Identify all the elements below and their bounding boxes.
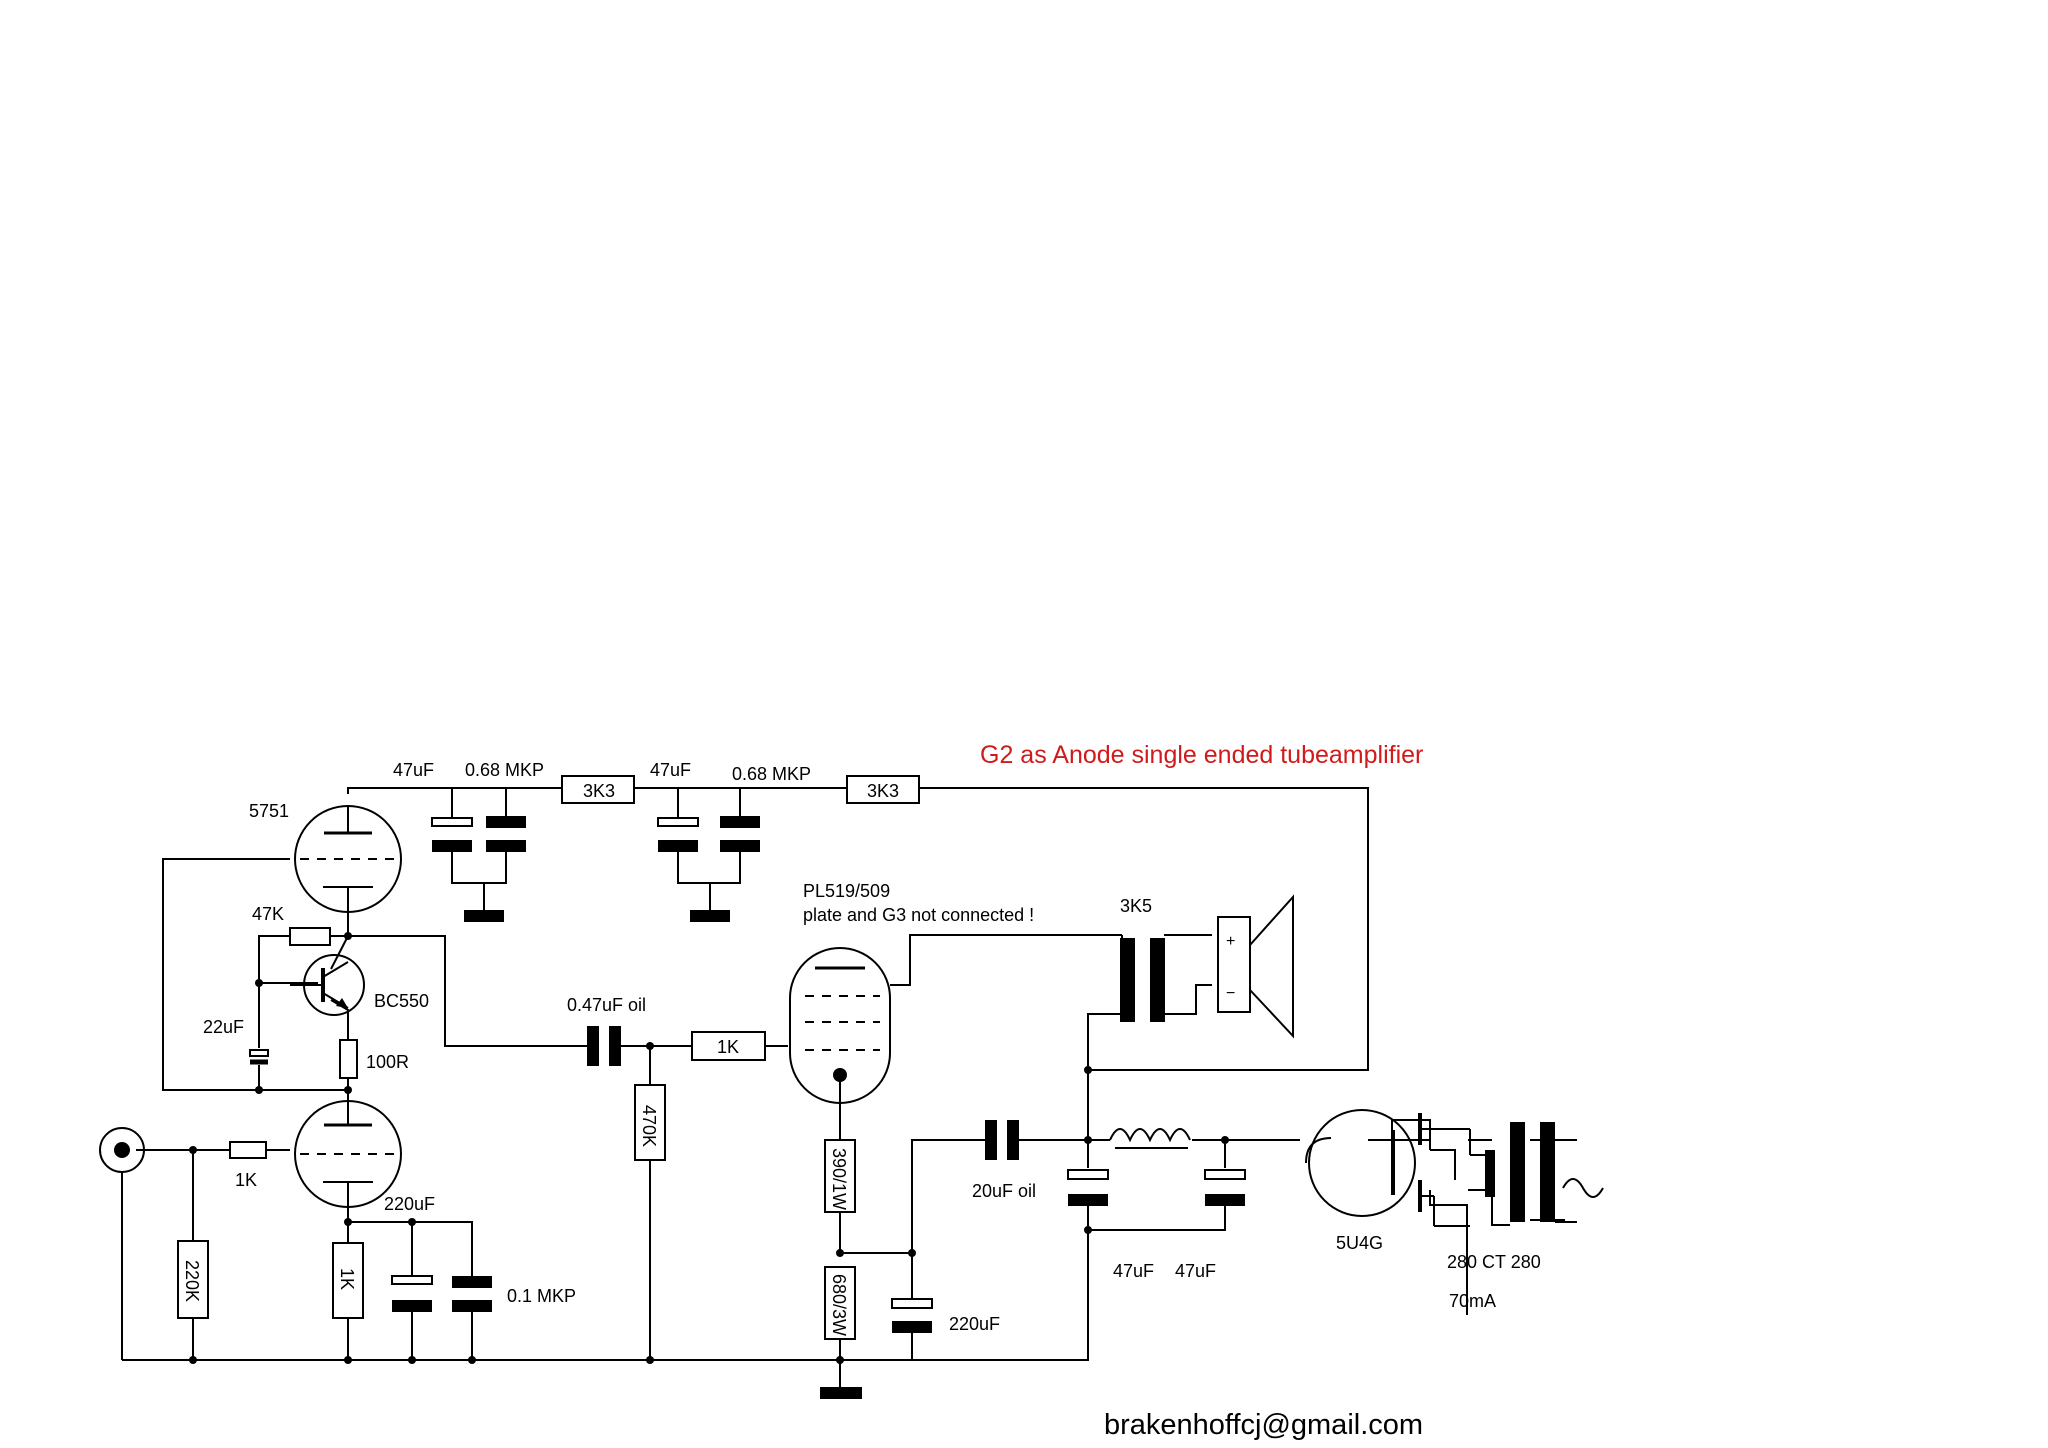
capacitor-20uf-oil (985, 1120, 1019, 1160)
power-transformer (1433, 1122, 1604, 1227)
resistor-cathode-1k (332, 1242, 364, 1319)
capacitor-47uf-4-label: 47uF (1175, 1261, 1216, 1281)
resistor-680-3w-label: 680/3W (829, 1274, 849, 1336)
capacitors: 47uF 0.68 MKP 47uF 0.68 MKP 22uF (203, 760, 1246, 1334)
tube-5u4g (1305, 1109, 1470, 1217)
output-transformer-label: 3K5 (1120, 896, 1152, 916)
capacitor-220uf-pl519 (891, 1298, 933, 1333)
capacitor-47uf-1 (431, 817, 473, 852)
capacitor-47uf-1-label: 47uF (393, 760, 434, 780)
input-jack (99, 1127, 145, 1173)
resistor-390-1w-label: 390/1W (829, 1148, 849, 1210)
capacitor-47uf-3-label: 47uF (1113, 1261, 1154, 1281)
capacitor-068mkp-1-label: 0.68 MKP (465, 760, 544, 780)
resistor-input-1k-label: 1K (235, 1170, 257, 1190)
resistor-390-1w (824, 1139, 856, 1213)
resistor-47k (289, 927, 331, 946)
resistor-47k-label: 47K (252, 904, 284, 924)
resistor-3k3-2-label: 3K3 (867, 781, 899, 801)
capacitor-01mkp (452, 1276, 492, 1312)
speaker-icon: + − (1217, 894, 1294, 1039)
power-transformer-current: 70mA (1449, 1291, 1496, 1311)
resistor-3k3-1 (561, 775, 635, 804)
resistor-3k3-1-label: 3K3 (583, 781, 615, 801)
resistor-3k3-2 (846, 775, 920, 804)
tube-5u4g-label: 5U4G (1336, 1233, 1383, 1253)
resistors: 3K3 3K3 47K 100R 1K 220K 1K 1K 470K 390/… (177, 775, 920, 1340)
capacitor-220uf-cathode (391, 1275, 433, 1312)
diagram-title: G2 as Anode single ended tubeamplifier (980, 741, 1423, 769)
resistor-100r-label: 100R (366, 1052, 409, 1072)
capacitor-068mkp-2-label: 0.68 MKP (732, 764, 811, 784)
capacitor-01mkp-label: 0.1 MKP (507, 1286, 576, 1306)
author-email: brakenhoffcj@gmail.com (1104, 1409, 1423, 1441)
capacitor-220uf-pl519-label: 220uF (949, 1314, 1000, 1334)
tube-pl519-note: plate and G3 not connected ! (803, 905, 1034, 925)
choke-inductor (1109, 1128, 1191, 1149)
capacitor-22uf-label: 22uF (203, 1017, 244, 1037)
resistor-220k (177, 1240, 209, 1319)
capacitor-068mkp-1 (486, 816, 526, 852)
tube-pl519 (789, 947, 891, 1104)
capacitor-068mkp-2 (720, 816, 760, 852)
capacitor-220uf-cathode-label: 220uF (384, 1194, 435, 1214)
output-transformer (1120, 938, 1165, 1022)
resistor-470k-label: 470K (639, 1105, 659, 1147)
capacitor-20uf-oil-label: 20uF oil (972, 1181, 1036, 1201)
resistor-grid-1k (691, 1031, 766, 1061)
capacitor-47uf-2 (657, 817, 699, 852)
resistor-100r (339, 1039, 358, 1079)
tube-5751-upper (294, 805, 402, 913)
capacitor-047uf-oil (587, 1026, 621, 1066)
capacitor-47uf-3 (1067, 1169, 1109, 1206)
capacitor-047uf-oil-label: 0.47uF oil (567, 995, 646, 1015)
power-transformer-label: 280 CT 280 (1447, 1252, 1541, 1272)
capacitor-47uf-2-label: 47uF (650, 760, 691, 780)
tube-5751-label: 5751 (249, 801, 289, 821)
resistor-input-1k (229, 1141, 267, 1159)
transistor-bc550-label: BC550 (374, 991, 429, 1011)
resistor-680-3w (824, 1266, 856, 1340)
capacitor-47uf-4 (1204, 1169, 1246, 1206)
tube-pl519-label: PL519/509 (803, 881, 890, 901)
resistor-cathode-1k-label: 1K (337, 1268, 357, 1290)
capacitor-22uf (249, 1049, 269, 1065)
resistor-220k-label: 220K (182, 1260, 202, 1302)
speaker-minus: − (1226, 985, 1235, 1002)
junction-dots (189, 932, 1229, 1364)
resistor-470k (634, 1084, 666, 1161)
tube-5751-lower (294, 1100, 402, 1208)
speaker-plus: + (1226, 933, 1235, 950)
resistor-grid-1k-label: 1K (717, 1037, 739, 1057)
transistor-bc550 (290, 954, 365, 1016)
